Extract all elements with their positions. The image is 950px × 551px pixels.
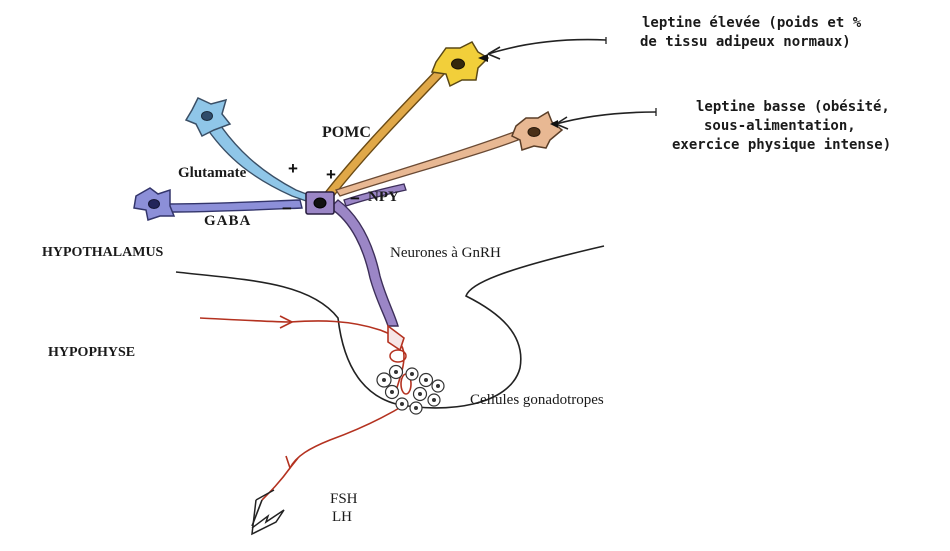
label-fsh: FSH (330, 490, 358, 508)
label-gnrh-neurons: Neurones à GnRH (390, 244, 501, 262)
label-gaba: GABA (204, 212, 251, 230)
label-hypophyse: HYPOPHYSE (48, 344, 135, 362)
label-leptin-high-line2: de tissu adipeux normaux) (640, 33, 851, 51)
label-lh: LH (332, 508, 352, 526)
leptin-low-arrow (556, 108, 656, 129)
output-arrow (252, 490, 284, 534)
label-leptin-high-line1: leptine élevée (poids et % (642, 14, 861, 32)
sign-pomc: + (326, 166, 336, 183)
leptin-high-arrow (488, 37, 606, 59)
label-gonadotrope-cells: Cellules gonadotropes (470, 391, 604, 409)
portal-vessel (200, 316, 411, 500)
label-npy: NPY (368, 188, 399, 206)
label-hypothalamus: HYPOTHALAMUS (42, 244, 163, 262)
label-leptin-low-line3: exercice physique intense) (672, 136, 891, 154)
label-glutamate: Glutamate (178, 164, 246, 182)
glutamate-neuron (186, 98, 314, 203)
sign-npy: − (350, 190, 360, 207)
label-leptin-low-line1: leptine basse (obésité, (696, 98, 890, 116)
label-pomc: POMC (322, 124, 371, 142)
sign-glutamate: + (288, 160, 298, 177)
label-leptin-low-line2: sous-alimentation, (704, 117, 856, 135)
sign-gaba: − (282, 200, 292, 217)
